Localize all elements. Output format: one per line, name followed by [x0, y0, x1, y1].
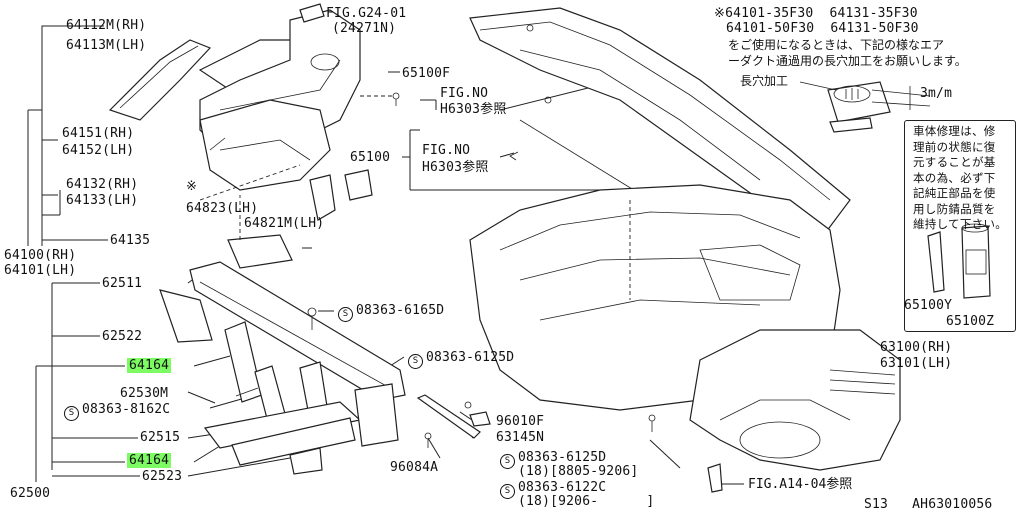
label-62530: 62530M — [120, 386, 169, 401]
label-64135: 64135 — [110, 233, 151, 248]
label-62515: 62515 — [140, 430, 181, 445]
label-63101: 63101(LH) — [880, 356, 953, 371]
label-fig-h6303-a-ref: H6303参照 — [440, 102, 507, 117]
label-64164-lower: 64164 — [127, 453, 172, 468]
label-62523: 62523 — [142, 469, 183, 484]
label-64823: 64823(LH) — [186, 201, 259, 216]
label-62500: 62500 — [10, 486, 51, 501]
label-64164-upper: 64164 — [127, 358, 172, 373]
label-63100: 63100(RH) — [880, 340, 953, 355]
label-64132: 64132(RH) — [66, 177, 139, 192]
label-96084: 96084A — [390, 460, 439, 475]
s-symbol-icon: S — [408, 354, 423, 369]
s-symbol-icon: S — [338, 307, 353, 322]
s-symbol-icon: S — [500, 484, 515, 499]
label-asterisk: ※ — [186, 179, 198, 194]
label-64112: 64112M(RH) — [66, 18, 147, 33]
label-range-c: (18)[9206- ] — [518, 494, 655, 509]
label-fig-g24-number: (24271N) — [332, 21, 397, 36]
label-65100y: 65100Y — [904, 298, 953, 313]
highlight-64164-upper: 64164 — [127, 358, 172, 373]
label-dimension: 3m/m — [920, 86, 953, 101]
label-64151: 64151(RH) — [62, 126, 135, 141]
label-64101: 64101(LH) — [4, 263, 77, 278]
label-fig-h6303-b-ref: H6303参照 — [422, 160, 489, 175]
label-96010: 96010F — [496, 414, 545, 429]
slot-illustration — [799, 81, 931, 133]
repair-note-box: 車体修理は、修 理前の状態に復 元することが基 本の為、必ず下 記純正部品を使 … — [904, 120, 1016, 332]
label-fig-h6303-a: FIG.NO — [440, 86, 489, 101]
label-slot: 長穴加工 — [740, 74, 789, 88]
label-footer-code: S13 AH63010056 — [864, 497, 993, 512]
label-64100: 64100(RH) — [4, 248, 77, 263]
car-body-drawing — [469, 184, 901, 471]
label-fig-g24: FIG.G24-01 — [326, 6, 407, 21]
label-63145: 63145N — [496, 430, 545, 445]
s-symbol-icon: S — [500, 454, 515, 469]
apron-drawing — [108, 3, 519, 269]
ref-line-2: 64101-50F30 64131-50F30 — [726, 21, 919, 36]
label-64113: 64113M(LH) — [66, 38, 147, 53]
core-support-drawing — [159, 261, 723, 493]
s-symbol-icon: S — [64, 406, 79, 421]
label-fig-a14: FIG.A14-04参照 — [748, 477, 853, 492]
ref-line-4: ーダクト通過用の長穴加工をお願いします。 — [728, 54, 967, 68]
label-62511: 62511 — [102, 276, 143, 291]
label-08363-6122-text: 08363-6122C — [518, 480, 607, 495]
label-fig-h6303-b: FIG.NO — [422, 143, 471, 158]
label-65100z: 65100Z — [946, 314, 995, 329]
repair-note-text: 車体修理は、修 理前の状態に復 元することが基 本の為、必ず下 記純正部品を使 … — [913, 124, 1008, 231]
label-08363-6125-a-text: 08363-6125D — [426, 350, 515, 365]
label-65100f: 65100F — [402, 66, 451, 81]
label-64152: 64152(LH) — [62, 143, 135, 158]
label-64133: 64133(LH) — [66, 193, 139, 208]
highlight-64164-lower: 64164 — [127, 453, 172, 468]
label-08363-8162-text: 08363-8162C — [82, 402, 171, 417]
product-drawings — [927, 223, 991, 299]
label-65100: 65100 — [350, 150, 391, 165]
label-range-b: (18)[8805-9206] — [518, 464, 639, 479]
label-62522: 62522 — [102, 329, 143, 344]
label-08363-6125-b-text: 08363-6125D — [518, 450, 607, 465]
label-08363-6165-text: 08363-6165D — [356, 303, 445, 318]
label-64821: 64821M(LH) — [244, 216, 325, 231]
ref-line-1: ※64101-35F30 64131-35F30 — [714, 6, 918, 21]
ref-line-3: をご使用になるときは、下記の様なエア — [728, 38, 945, 52]
